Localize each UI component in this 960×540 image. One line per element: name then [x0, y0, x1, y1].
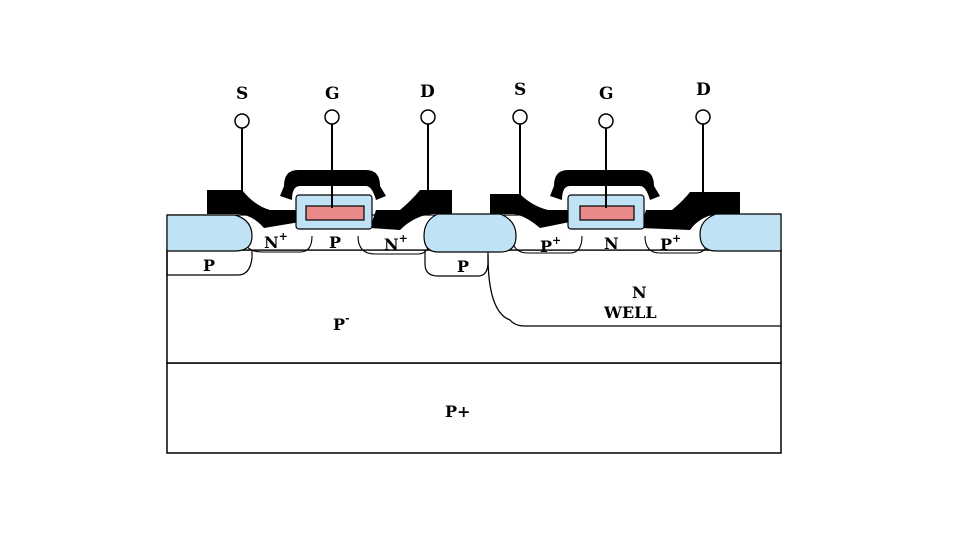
- pmos-gate-label: G: [599, 84, 614, 104]
- nmos-gate-label: G: [325, 84, 340, 104]
- n-well-label-line1: N: [632, 283, 647, 302]
- n-well-boundary: [487, 254, 781, 327]
- nmos-source-terminal: [234, 113, 250, 129]
- p-plus-substrate-label: P+: [445, 402, 470, 421]
- pmos-drain-label: D: [696, 80, 711, 100]
- pmos-source-region-label: P+: [540, 234, 561, 256]
- field-oxide-left: [166, 214, 253, 252]
- nmos-source-region-label: N+: [264, 230, 288, 252]
- p-minus-layer-label: P-: [333, 312, 350, 334]
- pmos-channel-region-label: N: [604, 234, 619, 253]
- pmos-drain-terminal: [695, 109, 711, 125]
- nmos-drain-metal: [370, 190, 452, 230]
- nmos-drain-label: D: [420, 82, 435, 102]
- nmos-channel-region-label: P: [329, 233, 341, 252]
- nmos-body-region-label: P: [203, 256, 215, 275]
- pmos-gate-terminal: [598, 113, 614, 129]
- nmos-poly-gate: [305, 205, 365, 221]
- nmos-source-label: S: [236, 84, 248, 104]
- pmos-poly-gate: [579, 205, 635, 221]
- p-isolation-region: [424, 250, 489, 277]
- nmos-drain-region-label: N+: [384, 232, 408, 254]
- p-body-region-left: [166, 250, 253, 276]
- nmos-source-metal: [207, 190, 300, 228]
- pmos-drain-region-label: P+: [660, 232, 681, 254]
- pmos-source-terminal: [512, 109, 528, 125]
- nmos-gate-terminal: [324, 109, 340, 125]
- nmos-drain-terminal: [420, 109, 436, 125]
- field-oxide-middle: [423, 213, 517, 253]
- field-oxide-right: [699, 213, 782, 252]
- p-minus-epi-layer: [166, 249, 782, 364]
- pmos-drain-metal: [640, 192, 740, 230]
- pmos-source-label: S: [514, 80, 526, 100]
- isolation-p-region-label: P: [457, 257, 469, 276]
- p-plus-substrate-layer: [166, 362, 782, 454]
- n-well-label-line2: WELL: [603, 303, 657, 322]
- pmos-source-metal: [490, 194, 570, 228]
